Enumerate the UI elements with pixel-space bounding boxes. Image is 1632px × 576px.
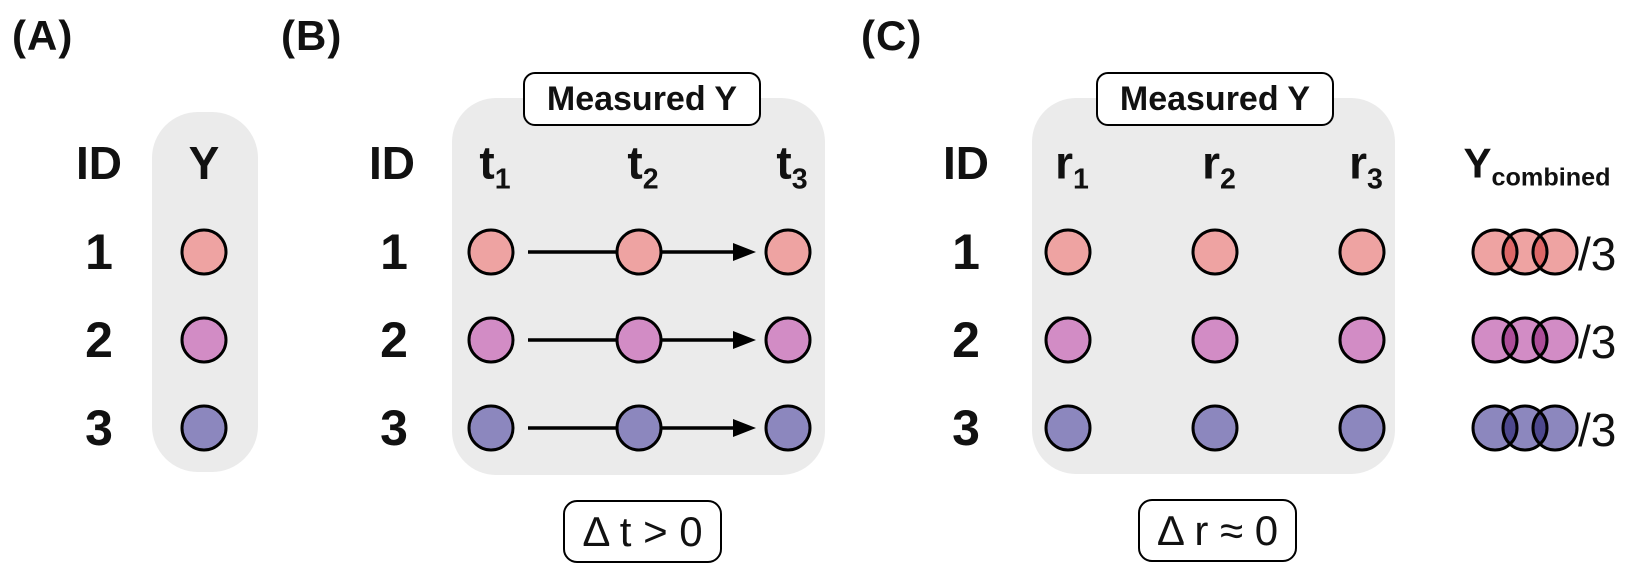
panel-c-caption: Δ r ≈ 0 xyxy=(1156,506,1279,554)
panel-c-row-id-1: 1 xyxy=(952,224,980,280)
col-header-base: t xyxy=(627,136,643,189)
panel-b-col-header-t3: t3 xyxy=(776,136,807,197)
panel-b-col-header-t2: t2 xyxy=(627,136,658,197)
panel-c-background xyxy=(1032,98,1395,474)
panel-b-measured-y-title: Measured Y xyxy=(546,79,738,118)
combined-points-row1 xyxy=(1471,228,1579,276)
divisor-row1: /3 xyxy=(1578,228,1617,280)
col-header-base: r xyxy=(1055,136,1074,189)
panel-c-col-header-r2: r2 xyxy=(1202,136,1236,197)
panel-c-col-header-r3: r3 xyxy=(1349,136,1383,197)
data-point-b-row2-t3 xyxy=(764,316,812,364)
data-point-b-row3-t3 xyxy=(764,404,812,452)
y-combined-base: Y xyxy=(1463,139,1492,187)
divisor-row3: /3 xyxy=(1578,404,1617,456)
data-point-b-row2-t1 xyxy=(467,316,515,364)
col-header-sub: 2 xyxy=(642,163,659,196)
data-point-b-row3-t1 xyxy=(467,404,515,452)
panel-b-row-id-3: 3 xyxy=(380,400,408,456)
panel-c-col-header-r1: r1 xyxy=(1055,136,1089,197)
y-combined-sub: combined xyxy=(1491,163,1611,192)
data-point-c-row2-r2 xyxy=(1191,316,1239,364)
col-header-base: r xyxy=(1349,136,1368,189)
data-point-b-row1-t1 xyxy=(467,228,515,276)
panel-b-row-id-2: 2 xyxy=(380,312,408,368)
col-header-base: t xyxy=(776,136,792,189)
data-point-c-row2-r1 xyxy=(1044,316,1092,364)
panel-c-id-header: ID xyxy=(943,137,989,189)
panel-b-label: (B) xyxy=(281,12,343,59)
panel-c-row-id-3: 3 xyxy=(952,400,980,456)
data-point-c-row1-r2 xyxy=(1191,228,1239,276)
panel-b-caption-box: Δ t > 0 xyxy=(563,500,722,563)
col-header-base: r xyxy=(1202,136,1221,189)
panel-a-row-id-3: 3 xyxy=(85,400,113,456)
panel-b-col-header-t1: t1 xyxy=(479,136,510,197)
panel-b-id-header: ID xyxy=(369,137,415,189)
col-header-sub: 2 xyxy=(1220,163,1236,196)
combined-point xyxy=(1531,404,1579,452)
combined-points-row3 xyxy=(1471,404,1579,452)
data-point-c-row3-r1 xyxy=(1044,404,1092,452)
col-header-base: t xyxy=(479,136,495,189)
arrow-head-icon xyxy=(733,419,756,437)
data-point-b-row1-t3 xyxy=(764,228,812,276)
data-point-b-row3-t2 xyxy=(615,404,663,452)
data-point-a-row1 xyxy=(180,228,228,276)
combined-points-row2 xyxy=(1471,316,1579,364)
combined-point xyxy=(1531,228,1579,276)
col-header-sub: 1 xyxy=(494,163,511,196)
col-header-sub: 3 xyxy=(1367,163,1383,196)
col-header-sub: 1 xyxy=(1073,163,1089,196)
data-point-b-row2-t2 xyxy=(615,316,663,364)
panel-a-row-id-2: 2 xyxy=(85,312,113,368)
combined-point xyxy=(1531,316,1579,364)
data-point-c-row1-r1 xyxy=(1044,228,1092,276)
y-combined-header: Ycombined xyxy=(1464,140,1611,193)
panel-c-measured-y-box: Measured Y xyxy=(1096,72,1334,126)
divisor-row2: /3 xyxy=(1578,316,1617,368)
data-point-c-row1-r3 xyxy=(1338,228,1386,276)
data-point-c-row3-r3 xyxy=(1338,404,1386,452)
panel-a-background xyxy=(152,112,258,472)
panel-c-caption-box: Δ r ≈ 0 xyxy=(1138,499,1297,562)
panel-c-measured-y-title: Measured Y xyxy=(1119,79,1311,118)
panel-b-row-id-1: 1 xyxy=(380,224,408,280)
panel-b-caption: Δ t > 0 xyxy=(582,507,703,555)
data-point-b-row1-t2 xyxy=(615,228,663,276)
arrow-head-icon xyxy=(733,243,756,261)
panel-c-row-id-2: 2 xyxy=(952,312,980,368)
panel-a-label: (A) xyxy=(12,12,74,59)
panel-b-background xyxy=(452,98,825,475)
panel-a-y-header: Y xyxy=(188,137,220,189)
data-point-a-row2 xyxy=(180,316,228,364)
data-point-c-row3-r2 xyxy=(1191,404,1239,452)
arrow-head-icon xyxy=(733,331,756,349)
panel-b-measured-y-box: Measured Y xyxy=(523,72,761,126)
col-header-sub: 3 xyxy=(791,163,808,196)
panel-c-label: (C) xyxy=(861,12,923,59)
data-point-a-row3 xyxy=(180,404,228,452)
data-point-c-row2-r3 xyxy=(1338,316,1386,364)
panel-a-id-header: ID xyxy=(76,137,122,189)
panel-a-row-id-1: 1 xyxy=(85,224,113,280)
